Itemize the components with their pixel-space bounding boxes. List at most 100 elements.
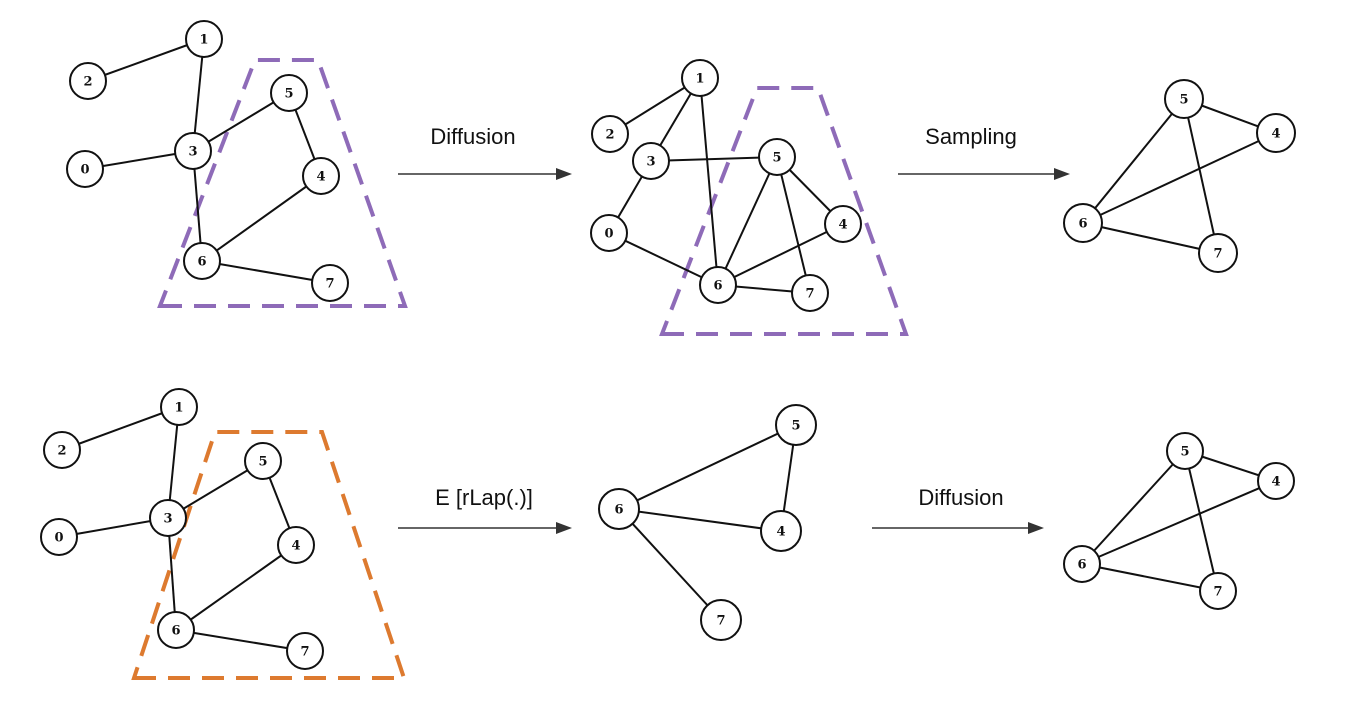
node-circle (66, 150, 104, 188)
node-circle (160, 388, 198, 426)
node-label: 7 (805, 287, 814, 302)
node-label: 2 (605, 128, 614, 143)
node-circle (311, 264, 349, 302)
edge-6-4 (1082, 132, 1277, 224)
node-label: 7 (300, 645, 309, 660)
node-label: 7 (1213, 247, 1222, 262)
node-7: 7 (311, 264, 349, 302)
node-7: 7 (700, 599, 742, 641)
node-4: 4 (760, 510, 802, 552)
edge-6-7 (201, 260, 331, 284)
graph-bottom-original: 1 2 0 3 5 4 6 7 (40, 388, 324, 670)
node-5: 5 (270, 74, 308, 112)
arrow-top-diffusion (398, 168, 572, 180)
node-3: 3 (174, 132, 212, 170)
node-0: 0 (66, 150, 104, 188)
edge-5-6 (1081, 450, 1186, 565)
node-circle (700, 599, 742, 641)
node-label: 6 (197, 255, 206, 270)
edge-1-6 (699, 77, 719, 286)
edge-2-1 (87, 38, 205, 82)
node-circle (1198, 233, 1238, 273)
node-label: 3 (188, 145, 197, 160)
node-5: 5 (1166, 432, 1204, 470)
node-label: 5 (1179, 93, 1188, 108)
node-2: 2 (43, 431, 81, 469)
node-circle (598, 488, 640, 530)
node-6: 6 (183, 242, 221, 280)
node-label: 0 (604, 227, 613, 242)
node-0: 0 (40, 518, 78, 556)
node-circle (43, 431, 81, 469)
node-0: 0 (590, 214, 628, 252)
node-label: 0 (54, 531, 63, 546)
node-circle (302, 157, 340, 195)
node-3: 3 (149, 499, 187, 537)
node-label: 3 (646, 155, 655, 170)
node-1: 1 (681, 59, 719, 97)
node-circle (149, 499, 187, 537)
node-5: 5 (775, 404, 817, 446)
node-label: 5 (258, 455, 267, 470)
node-label: 4 (291, 539, 300, 554)
arrow-bottom-laplacian (398, 522, 572, 534)
node-label: 6 (713, 279, 722, 294)
node-label: 6 (1077, 558, 1086, 573)
node-circle (270, 74, 308, 112)
node-circle (40, 518, 78, 556)
node-4: 4 (277, 526, 315, 564)
subgraph-region-top-diffused (659, 86, 909, 336)
node-circle (1199, 572, 1237, 610)
node-5: 5 (244, 442, 282, 480)
node-label: 7 (325, 277, 334, 292)
edge-0-6 (608, 232, 719, 286)
subgraph-region-bottom (131, 430, 407, 680)
node-circle (1256, 113, 1296, 153)
node-circle (1257, 462, 1295, 500)
node-label: 4 (316, 170, 325, 185)
node-2: 2 (591, 115, 629, 153)
node-label: 2 (57, 444, 66, 459)
node-4: 4 (302, 157, 340, 195)
node-circle (277, 526, 315, 564)
edge-6-5 (618, 424, 797, 510)
bottom-step-2-label: Diffusion (918, 485, 1003, 510)
edge-4-6 (175, 544, 297, 631)
node-label: 7 (716, 614, 725, 629)
node-circle (1164, 79, 1204, 119)
graph-bottom-laplacian: 5 6 4 7 (598, 404, 817, 641)
node-label: 1 (174, 401, 183, 416)
node-6: 6 (598, 488, 640, 530)
node-label: 1 (695, 72, 704, 87)
edge-3-5 (650, 156, 778, 162)
edge-5-6 (717, 156, 778, 286)
edge-4-6 (201, 175, 322, 262)
node-circle (775, 404, 817, 446)
node-label: 4 (1271, 127, 1280, 142)
node-4: 4 (1256, 113, 1296, 153)
node-6: 6 (1063, 545, 1101, 583)
node-label: 6 (1078, 217, 1087, 232)
edge-5-7 (1184, 450, 1219, 592)
node-6: 6 (699, 266, 737, 304)
arrow-bottom-diffusion (872, 522, 1044, 534)
graph-top-sampled: 5 4 6 7 (1063, 79, 1296, 273)
node-circle (244, 442, 282, 480)
bottom-step-1-label: E [rLap(.)] (435, 485, 533, 510)
node-1: 1 (185, 20, 223, 58)
edge-6-7 (175, 629, 306, 652)
node-label: 5 (791, 419, 800, 434)
node-circle (157, 611, 195, 649)
node-7: 7 (791, 274, 829, 312)
node-circle (590, 214, 628, 252)
node-7: 7 (1199, 572, 1237, 610)
node-label: 1 (199, 33, 208, 48)
node-circle (1063, 545, 1101, 583)
node-2: 2 (69, 62, 107, 100)
node-4: 4 (1257, 462, 1295, 500)
node-6: 6 (157, 611, 195, 649)
edge-5-7 (1183, 98, 1219, 254)
node-6: 6 (1063, 203, 1103, 243)
edge-6-4 (618, 508, 782, 532)
